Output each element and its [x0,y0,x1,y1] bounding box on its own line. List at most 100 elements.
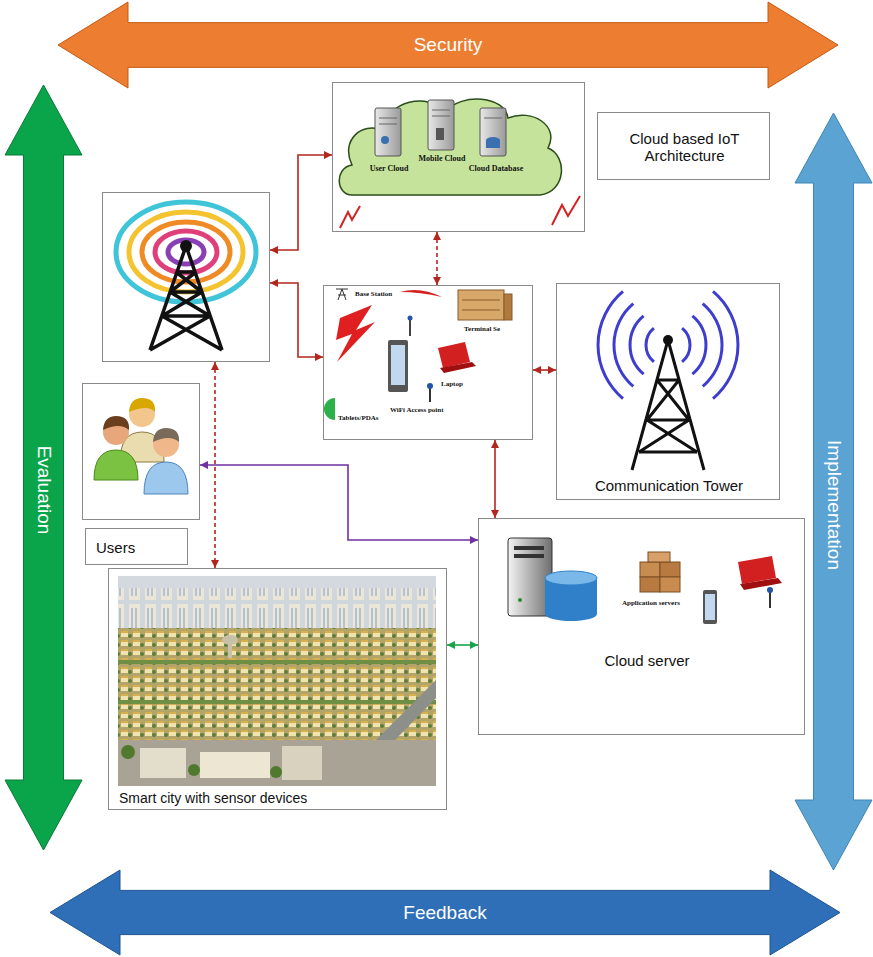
security-band: Security [58,2,838,88]
cloud-illustration [339,99,580,228]
connector-arrow [447,644,478,646]
box-label: Communication Tower [595,477,743,494]
network-devices [462,310,500,311]
band-label: Evaluation [33,446,55,535]
server-devices [648,552,670,562]
connector-arrow [494,440,496,518]
icon-label: Application servers [622,599,680,607]
network-devices [388,340,408,392]
cloud-illustration [436,128,444,140]
icon-label: Base Station [355,290,392,298]
network-devices [391,345,405,385]
connector-arrow [270,155,332,250]
city-photo [118,740,436,786]
cloud-illustration [484,118,502,119]
users-icon [94,450,138,480]
icon-label: WiFi Access point [390,406,444,414]
arrow-shape [795,113,872,870]
server-box: Application serversCloud server [478,518,805,735]
cloud-illustration [339,99,561,195]
server-devices [545,571,597,585]
implementation-band: Implementation [795,113,872,870]
server-devices [660,562,680,577]
radio-tower [116,202,256,350]
network-devices [400,290,442,297]
server-devices [640,562,660,577]
cloud-illustration [379,124,397,125]
network-devices [458,290,504,320]
network-devices [408,316,413,321]
connector-arrow [533,369,556,371]
users-icon [129,398,155,412]
network-devices [462,300,500,301]
cloud-illustration [486,140,500,148]
radio-tower [116,202,256,302]
server-devices [514,546,544,550]
city-photo [118,576,436,786]
users-icon [103,416,129,430]
label-box: Users [85,528,188,565]
cloud-box: User CloudMobile CloudCloud Database [332,82,585,232]
city-photo [118,700,436,704]
title-box: Cloud based IoT Architecture [597,112,770,180]
server-devices [740,578,782,590]
server-devices [640,577,660,592]
box-label: Users [96,539,135,556]
city-photo [118,628,436,740]
icon-label: Mobile Cloud [419,154,466,163]
server-devices [767,587,773,593]
city-photo [282,746,322,780]
band-label: Feedback [403,902,486,924]
radio-tower [168,240,204,264]
radio-tower [155,231,217,273]
users-icon [153,428,179,442]
users-box [82,383,200,520]
network-devices [504,294,512,320]
network-devices [324,289,512,420]
communication-tower [632,340,704,470]
city-box: Smart city with sensor devices [108,568,447,810]
connector-arrow [200,465,478,540]
city-photo [140,748,186,778]
server-devices [518,598,522,602]
icon-label: Cloud Database [469,164,523,173]
band-label: Security [414,34,483,56]
network-devices [440,362,476,373]
cloud-illustration [480,108,506,156]
icon-label: Terminal Se [464,325,500,333]
cloud-illustration [340,206,360,228]
network-devices [324,398,335,420]
cloud-illustration [379,118,397,119]
box-label: Smart city with sensor devices [119,790,307,806]
cloud-illustration [381,136,389,144]
communication-tower [663,335,673,345]
radio-tower [150,246,222,350]
city-photo [118,576,436,786]
cloud-illustration [375,108,401,156]
connector-arrow [436,232,438,285]
cloud-illustration [428,100,454,150]
server-devices [703,590,717,624]
city-photo [228,640,232,658]
cloud-illustration [552,196,580,225]
connector-arrow [270,283,323,357]
network-devices [427,383,433,389]
city-photo [118,660,436,664]
box-label: Cloud server [604,652,689,669]
server-devices [545,607,597,621]
arrow-shape [58,2,838,88]
icon-label: Tablets/PDAs [338,414,379,422]
users-icon [144,462,188,494]
radio-tower [180,240,192,252]
communication-tower [598,291,738,470]
server-devices [508,538,782,624]
network-box: Base StationTerminal SeLaptopTablets/PDA… [323,285,533,440]
band-label: Implementation [823,440,845,570]
communication-tower [682,291,738,398]
feedback-band: Feedback [50,870,840,955]
box-label: Cloud based IoT Architecture [610,130,760,165]
network-devices [409,318,411,336]
arrow-shape [5,85,82,850]
server-devices [514,554,544,558]
arrow-shape [50,870,840,955]
